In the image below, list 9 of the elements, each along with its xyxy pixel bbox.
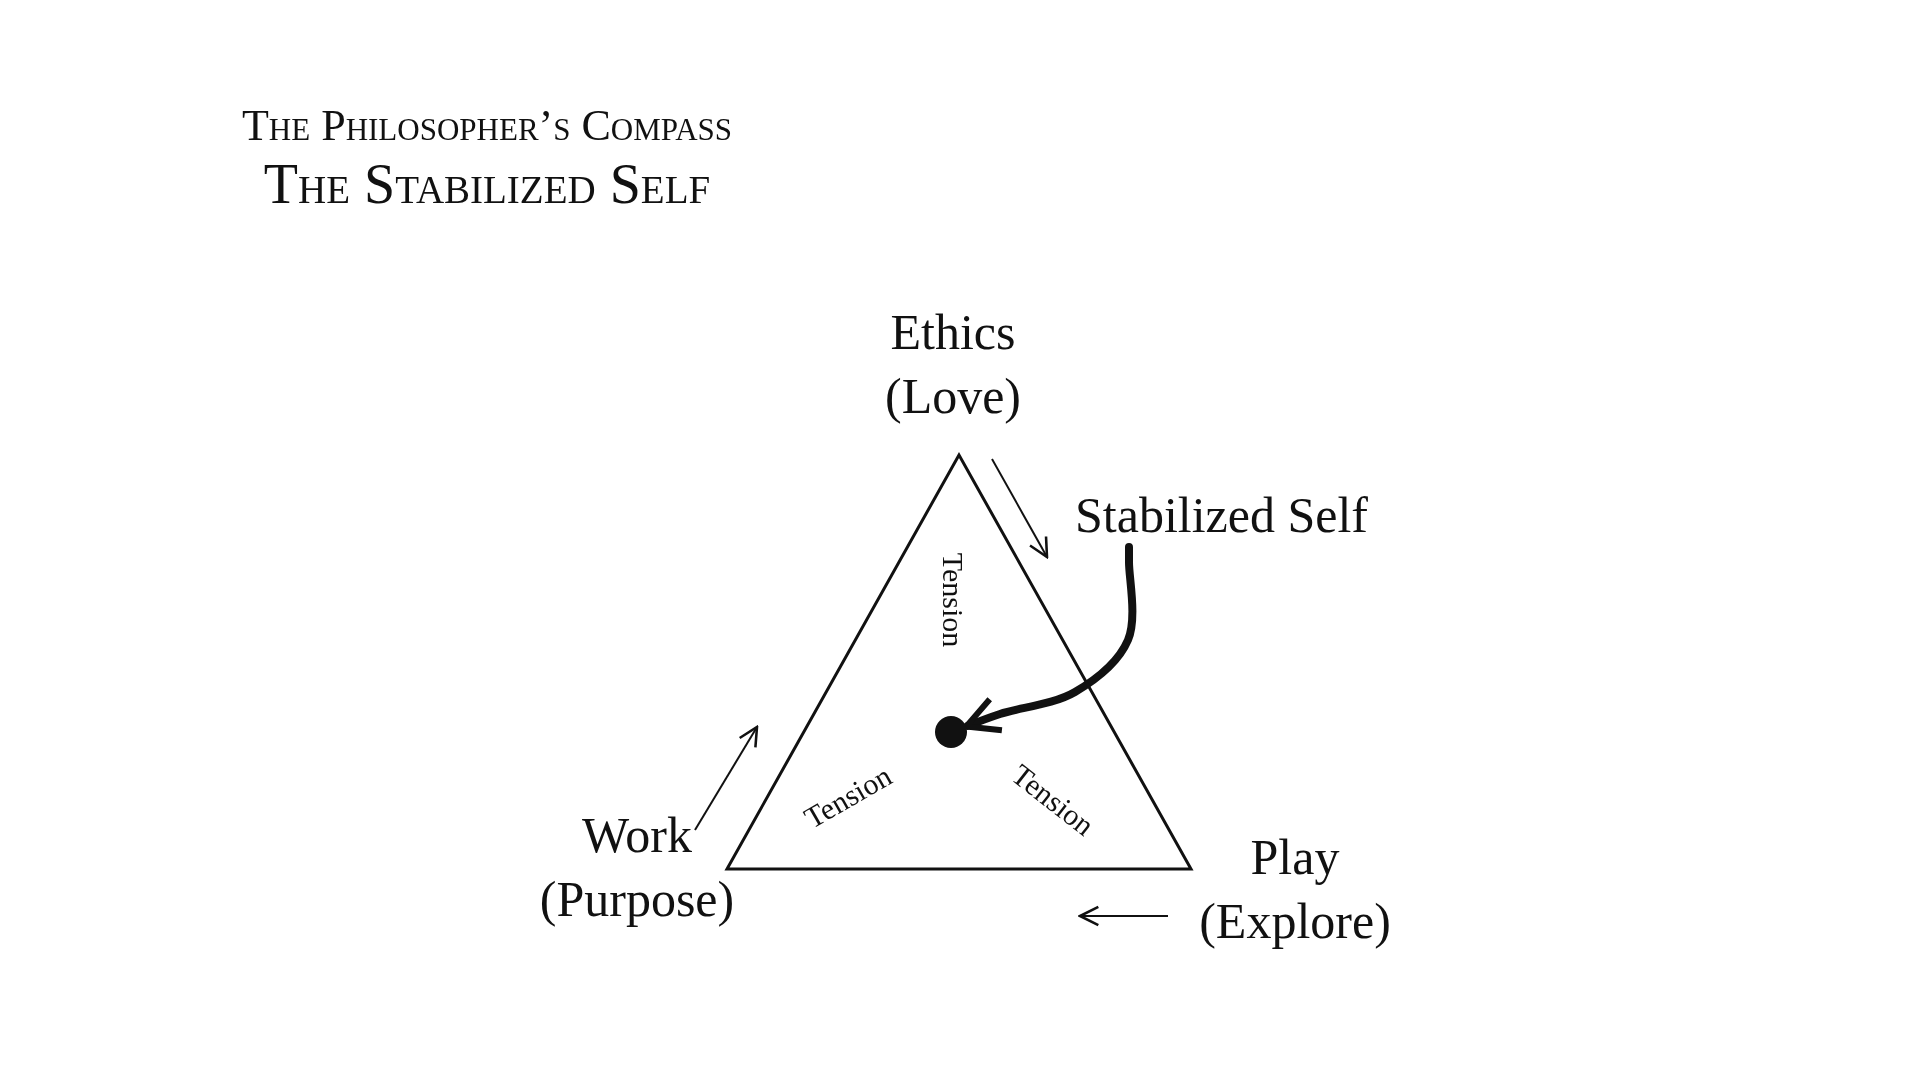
vertex-label: Stabilized Self	[1075, 483, 1368, 547]
center-dot	[935, 716, 967, 748]
vertex-label: Play (Explore)	[1199, 825, 1391, 953]
subtitle: The Stabilized Self	[262, 152, 712, 216]
vertex-label: Work (Purpose)	[539, 803, 735, 931]
tension-label: Tension	[938, 552, 968, 648]
title: The Philosopher’s Compass	[241, 100, 733, 151]
vertex-label: Ethics (Love)	[885, 300, 1021, 428]
arrow	[963, 543, 1137, 734]
